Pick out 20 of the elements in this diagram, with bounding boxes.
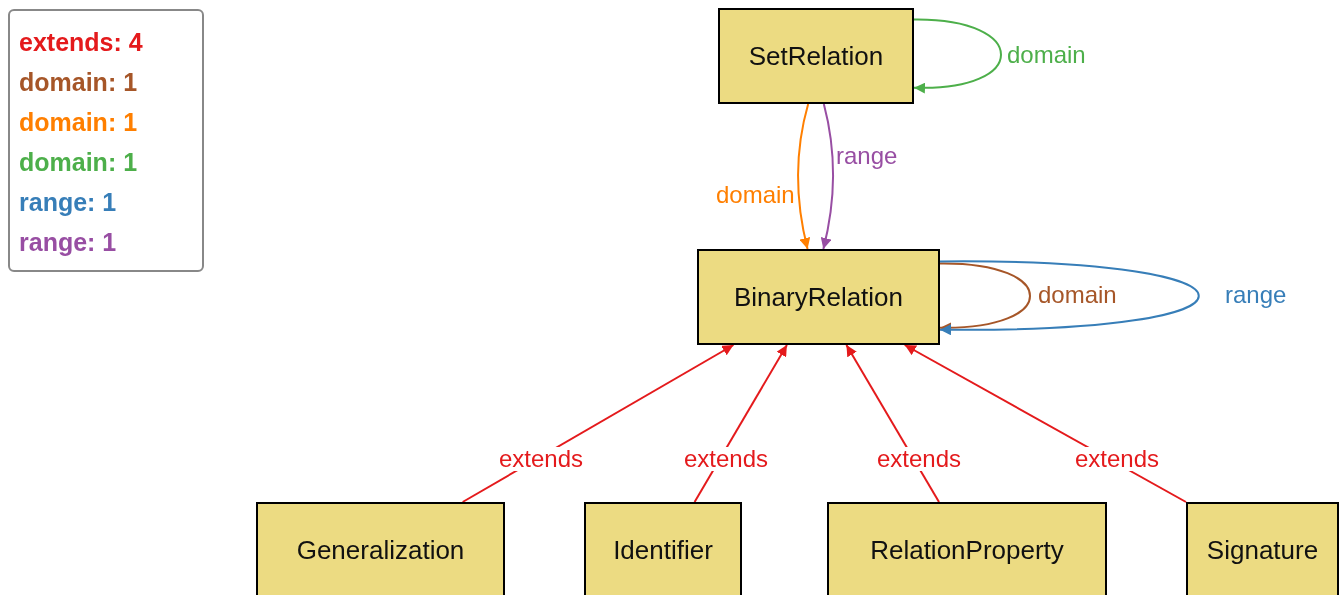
edge-label: extends [875, 447, 964, 471]
edge-label: extends [497, 447, 586, 471]
class-box: BinaryRelation [697, 249, 940, 345]
class-box: Generalization [256, 502, 505, 595]
edge-label: extends [1073, 447, 1162, 471]
legend-entry: range: 1 [19, 227, 118, 258]
legend-entry: extends: 4 [19, 27, 144, 58]
edge-label: extends [682, 447, 771, 471]
arrow [820, 103, 834, 250]
legend-entry: domain: 1 [19, 67, 139, 98]
class-box: Signature [1186, 502, 1339, 595]
legend-entry: domain: 1 [19, 147, 139, 178]
class-box: Identifier [584, 502, 742, 595]
arrow [797, 103, 811, 250]
legend-entry: range: 1 [19, 187, 118, 218]
arrow [939, 260, 1200, 336]
legend-entry: domain: 1 [19, 107, 139, 138]
class-box: SetRelation [718, 8, 914, 104]
class-box: RelationProperty [827, 502, 1107, 595]
arrow [913, 18, 1002, 93]
